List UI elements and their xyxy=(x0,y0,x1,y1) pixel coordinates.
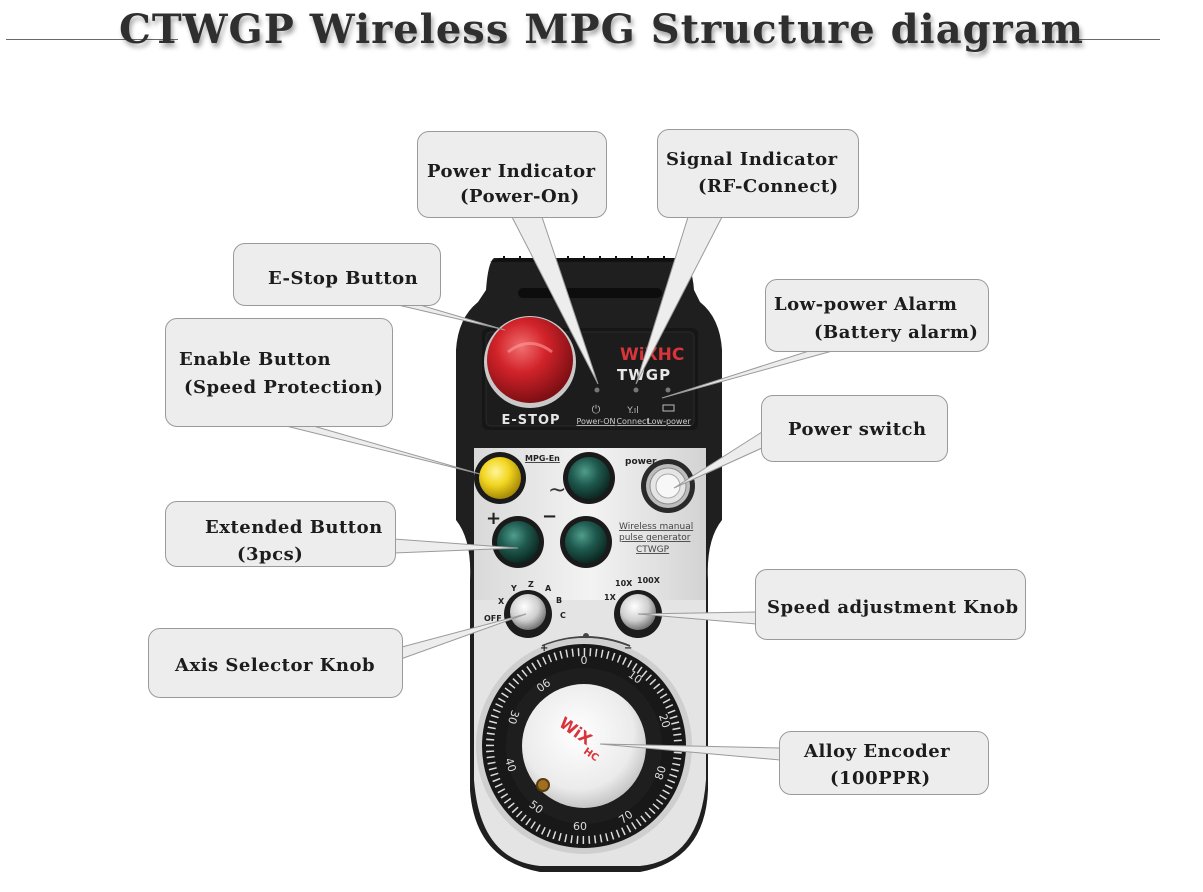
lowpower-led xyxy=(665,387,671,393)
dial-num-40: 40 xyxy=(502,756,519,773)
led-connect-label: Connect xyxy=(616,417,649,426)
minus-label: − xyxy=(542,506,557,527)
estop-label: E-STOP xyxy=(501,413,560,428)
title-rule-left xyxy=(6,39,178,40)
callout-axis-knob: Axis Selector Knob xyxy=(148,628,403,698)
lanyard-slot xyxy=(518,288,662,298)
title-bar: CTWGP Wireless MPG Structure diagram xyxy=(0,4,1203,66)
led-power-label: Power-ON xyxy=(576,417,615,426)
callout-enable: Enable Button (Speed Protection) xyxy=(165,318,393,427)
dial-num-80: 80 xyxy=(652,764,669,781)
brand-logo: WiXHC xyxy=(620,345,684,365)
power-led xyxy=(594,387,600,393)
enable-button[interactable] xyxy=(474,452,526,504)
model-label: TWGP xyxy=(617,366,671,384)
tilde-label: ~ xyxy=(548,478,566,503)
callout-power-switch: Power switch xyxy=(761,395,948,462)
callout-signal-indicator: Signal Indicator (RF-Connect) xyxy=(657,129,859,218)
axis-c-label: C xyxy=(560,611,566,620)
power-label: power xyxy=(625,457,657,467)
led-lowpower-label: Low-power xyxy=(647,417,691,426)
signal-icon: Y.ıl xyxy=(626,406,639,416)
dial-plus-label: + xyxy=(540,643,548,654)
plus-label: + xyxy=(486,508,501,529)
mpg-en-label: MPG-En xyxy=(525,454,560,463)
callout-speed-knob: Speed adjustment Knob xyxy=(755,569,1026,640)
callout-low-power: Low-power Alarm (Battery alarm) xyxy=(765,279,989,352)
dial-num-20: 20 xyxy=(656,712,673,729)
dial-minus-label: − xyxy=(624,643,632,654)
extended-button-left[interactable] xyxy=(492,516,544,568)
dial-num-0: 0 xyxy=(581,654,588,667)
axis-off-label: OFF xyxy=(484,614,502,623)
title-rule-right xyxy=(1076,39,1160,40)
axis-b-label: B xyxy=(556,596,562,605)
power-on-icon: ⏻ xyxy=(592,403,601,416)
power-switch[interactable] xyxy=(641,459,695,513)
speed-10x-label: 10X xyxy=(615,579,633,588)
pointer-enable xyxy=(281,424,481,475)
callout-power-indicator: Power Indicator (Power-On) xyxy=(417,131,607,218)
extended-button-top[interactable] xyxy=(563,452,615,504)
speed-adjustment-knob[interactable] xyxy=(614,590,662,638)
dial-num-60: 60 xyxy=(573,820,587,833)
battery-icon xyxy=(662,404,675,412)
callout-extended: Extended Button (3pcs) xyxy=(165,501,396,567)
speed-1x-label: 1X xyxy=(604,593,617,602)
dial-num-30: 30 xyxy=(505,708,522,725)
panel-line-2: pulse generator xyxy=(619,533,691,543)
axis-z-label: Z xyxy=(528,580,534,589)
page-title: CTWGP Wireless MPG Structure diagram xyxy=(119,6,1084,53)
extended-button-right[interactable] xyxy=(560,516,612,568)
connect-led xyxy=(633,387,639,393)
axis-y-label: Y xyxy=(510,584,517,593)
axis-selector-knob[interactable] xyxy=(504,590,552,638)
panel-line-1: Wireless manual xyxy=(619,522,693,532)
panel-model: CTWGP xyxy=(636,545,670,555)
axis-a-label: A xyxy=(545,584,552,593)
callout-pointers xyxy=(281,216,837,761)
speed-100x-label: 100X xyxy=(637,576,661,585)
callout-encoder: Alloy Encoder (100PPR) xyxy=(779,731,989,795)
callout-estop: E-Stop Button xyxy=(233,243,441,306)
estop-button[interactable] xyxy=(484,316,576,408)
axis-x-label: X xyxy=(498,597,505,606)
